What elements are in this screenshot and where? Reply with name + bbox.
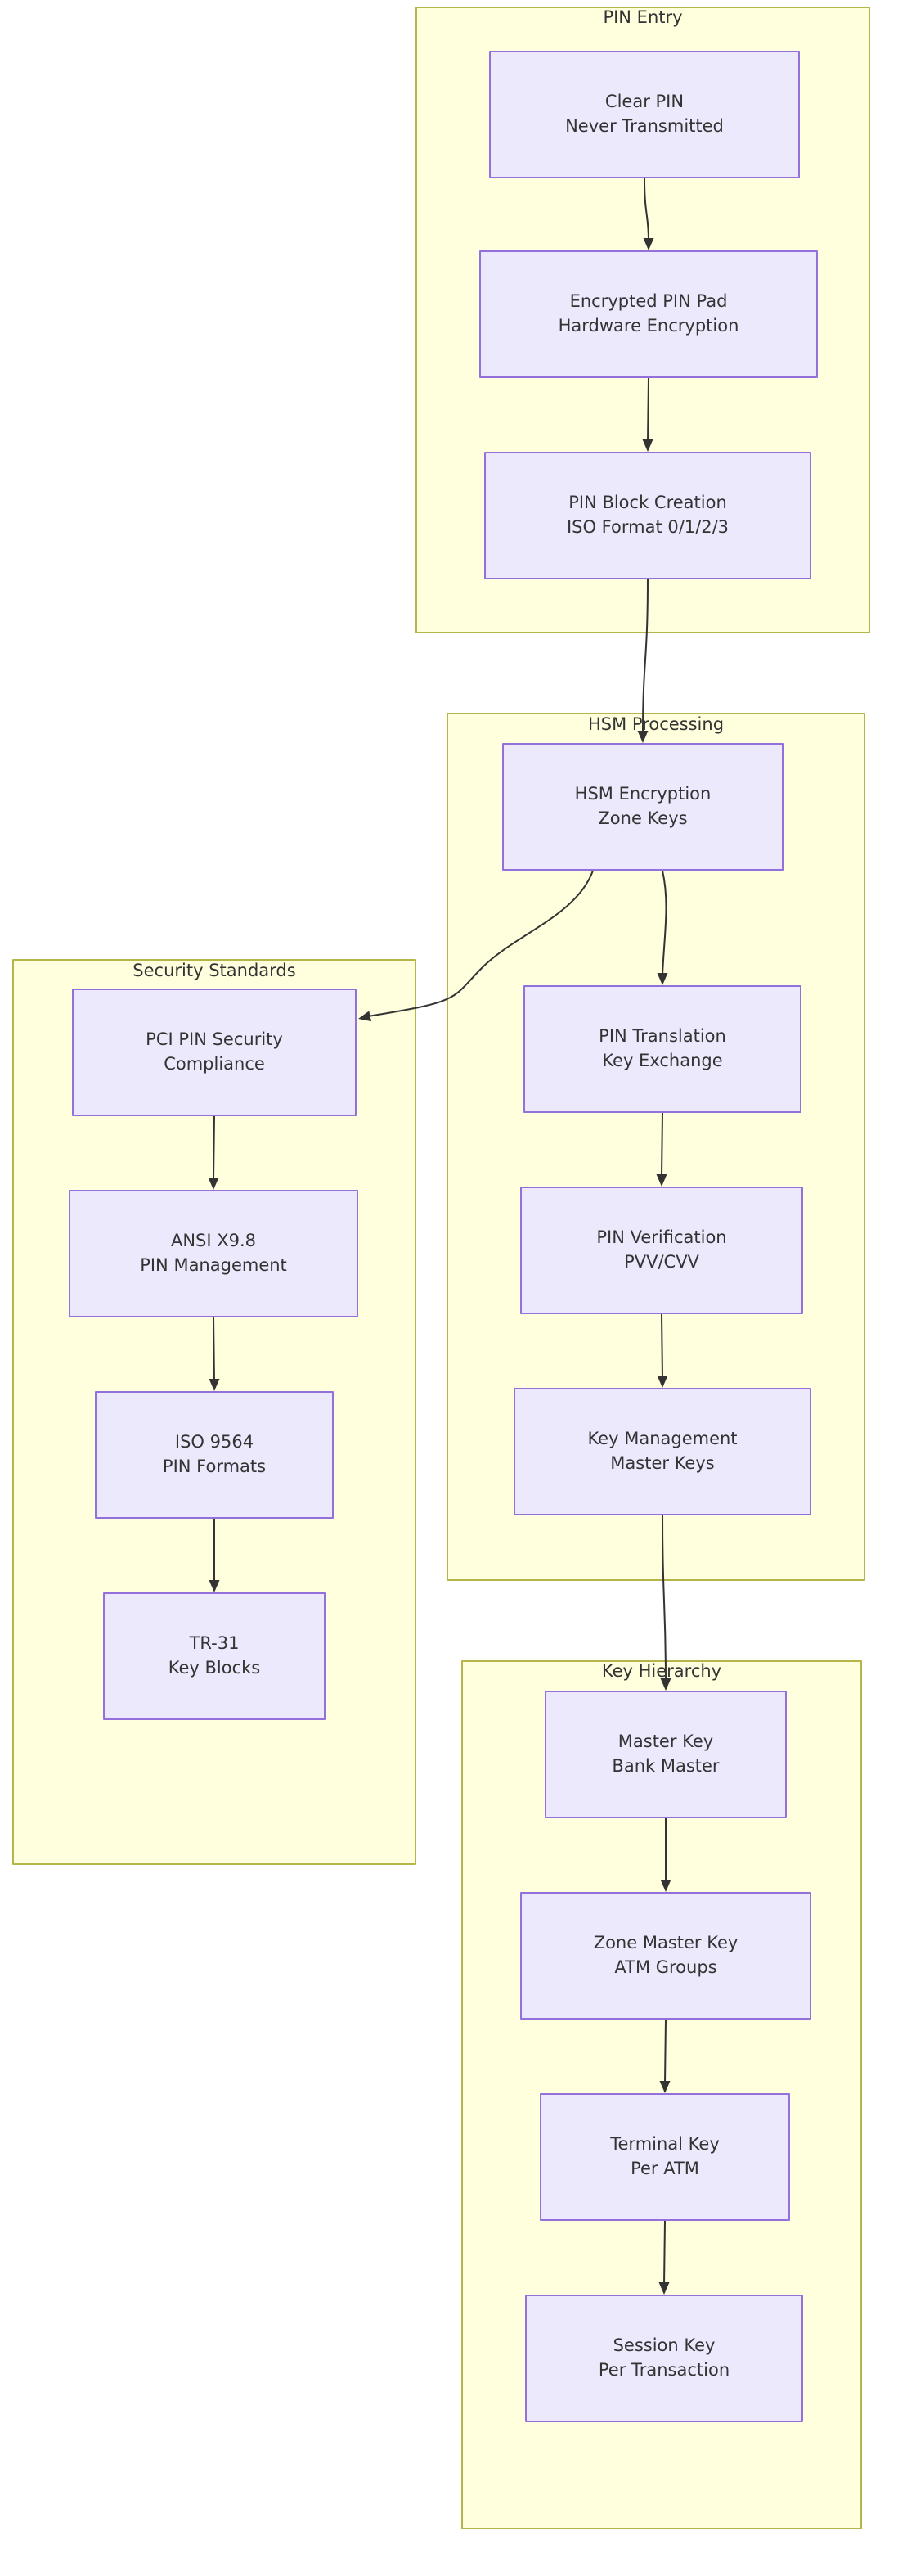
node-label-line: HSM Encryption xyxy=(574,784,712,804)
node-label-line: Hardware Encryption xyxy=(558,316,739,336)
node-label-line: Encrypted PIN Pad xyxy=(569,291,728,312)
node-label-line: PIN Verification xyxy=(596,1227,727,1248)
node-label-line: Key Management xyxy=(587,1429,738,1449)
node-label-line: Per Transaction xyxy=(598,2360,730,2380)
node-label-line: ISO 9564 xyxy=(174,1432,254,1452)
node-label-line: TR-31 xyxy=(189,1633,240,1654)
cluster-label-security-standards: Security Standards xyxy=(132,961,296,980)
node-label-line: PCI PIN Security xyxy=(146,1029,283,1050)
node-label-line: PIN Block Creation xyxy=(568,493,727,513)
node-label-line: Terminal Key xyxy=(610,2134,720,2155)
node-label-line: Clear PIN xyxy=(604,92,685,112)
node-label-line: Master Keys xyxy=(610,1453,715,1473)
node-label-line: ANSI X9.8 xyxy=(170,1231,257,1251)
node-label-line: PIN Translation xyxy=(599,1026,726,1047)
cluster-label-hsm-processing: HSM Processing xyxy=(587,714,725,734)
node-label-line: Per ATM xyxy=(631,2159,699,2178)
node-label-line: Zone Keys xyxy=(598,808,688,828)
node-label-line: Bank Master xyxy=(612,1756,720,1776)
node-label-line: PIN Management xyxy=(140,1255,287,1275)
node-label-line: PVV/CVV xyxy=(624,1252,699,1272)
node-label-line: Key Blocks xyxy=(168,1658,261,1678)
node-label-line: Compliance xyxy=(164,1054,265,1074)
node-label-line: Never Transmitted xyxy=(565,116,724,136)
node-label-line: Session Key xyxy=(613,2335,716,2356)
node-label-line: Zone Master Key xyxy=(593,1933,739,1953)
cluster-label-pin-entry: PIN Entry xyxy=(603,7,683,27)
node-label-line: Master Key xyxy=(617,1732,714,1752)
node-label-line: Key Exchange xyxy=(602,1051,723,1070)
cluster-label-key-hierarchy: Key Hierarchy xyxy=(601,1661,722,1681)
node-label-line: ISO Format 0/1/2/3 xyxy=(566,517,730,537)
node-label-line: ATM Groups xyxy=(614,1957,717,1977)
node-label-line: PIN Formats xyxy=(162,1457,267,1476)
node-clear-pin[interactable]: Clear PIN Never Transmitted xyxy=(489,51,800,178)
